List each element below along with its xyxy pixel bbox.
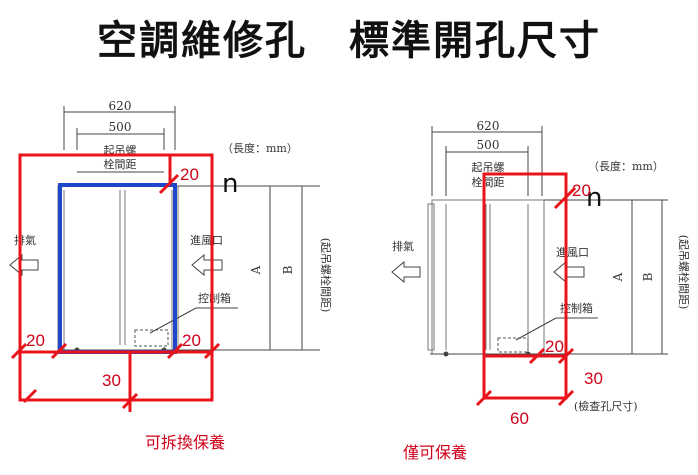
right-control-box-label: 控制箱 — [560, 301, 593, 315]
right-dim-500: 500 — [477, 138, 500, 152]
left-exhaust-label: 排氣 — [14, 233, 36, 247]
left-dim-620: 620 — [109, 99, 132, 113]
right-caption: 僅可保養 — [403, 443, 467, 462]
left-red-20-top: 20 — [180, 165, 199, 184]
left-unit-note: （長度：mm） — [222, 141, 298, 155]
page-title: 空調維修孔 標準開孔尺寸 — [97, 18, 601, 64]
right-dim-620: 620 — [477, 119, 500, 133]
right-red-60: 60 — [510, 409, 529, 428]
left-intake-label: 進風口 — [190, 234, 223, 247]
right-intake-arrow-icon — [553, 260, 585, 284]
left-exhaust-arrow-icon — [9, 253, 39, 277]
right-exhaust-label: 排氣 — [392, 239, 414, 253]
left-label-b: B — [281, 265, 295, 274]
right-red-opening — [482, 172, 568, 400]
right-unit-note: （長度：mm） — [588, 159, 664, 173]
right-side-label: (起吊螺栓間距) — [677, 235, 691, 310]
right-red-30: 30 — [584, 369, 603, 388]
right-red-20-bottom: 20 — [545, 337, 564, 356]
left-dim-500: 500 — [109, 120, 132, 134]
left-blue-unit-outline — [58, 183, 177, 354]
right-exhaust-arrow-icon — [391, 260, 421, 284]
right-intake-label: 進風口 — [556, 246, 589, 259]
left-intake-arrow-icon — [191, 253, 223, 277]
right-bolt-label-1: 起吊螺 — [472, 161, 505, 174]
right-label-a: A — [611, 272, 625, 282]
left-diagram: 620 500 起吊螺 栓間距 （長度：mm） — [9, 99, 333, 452]
left-control-box-label: 控制箱 — [198, 291, 231, 305]
left-n-mark: n — [222, 169, 238, 199]
right-inspect-label: (檢查孔尺寸) — [574, 399, 638, 413]
left-red-opening — [18, 153, 214, 402]
left-red-30: 30 — [102, 371, 121, 390]
left-red-20-left: 20 — [26, 331, 45, 350]
left-caption: 可拆換保養 — [145, 433, 225, 452]
right-label-b: B — [641, 272, 655, 281]
right-bolt-label-2: 栓間距 — [472, 175, 505, 189]
left-bolt-label-2: 栓間距 — [104, 157, 137, 171]
left-label-a: A — [249, 265, 263, 275]
right-red-20-top: 20 — [572, 181, 591, 200]
right-n-mark: n — [586, 183, 602, 213]
left-side-label: (起吊螺栓間距) — [319, 238, 333, 313]
right-diagram: 620 500 起吊螺 栓間距 （長度：mm） A — [391, 119, 691, 462]
left-red-20-right: 20 — [182, 331, 201, 350]
